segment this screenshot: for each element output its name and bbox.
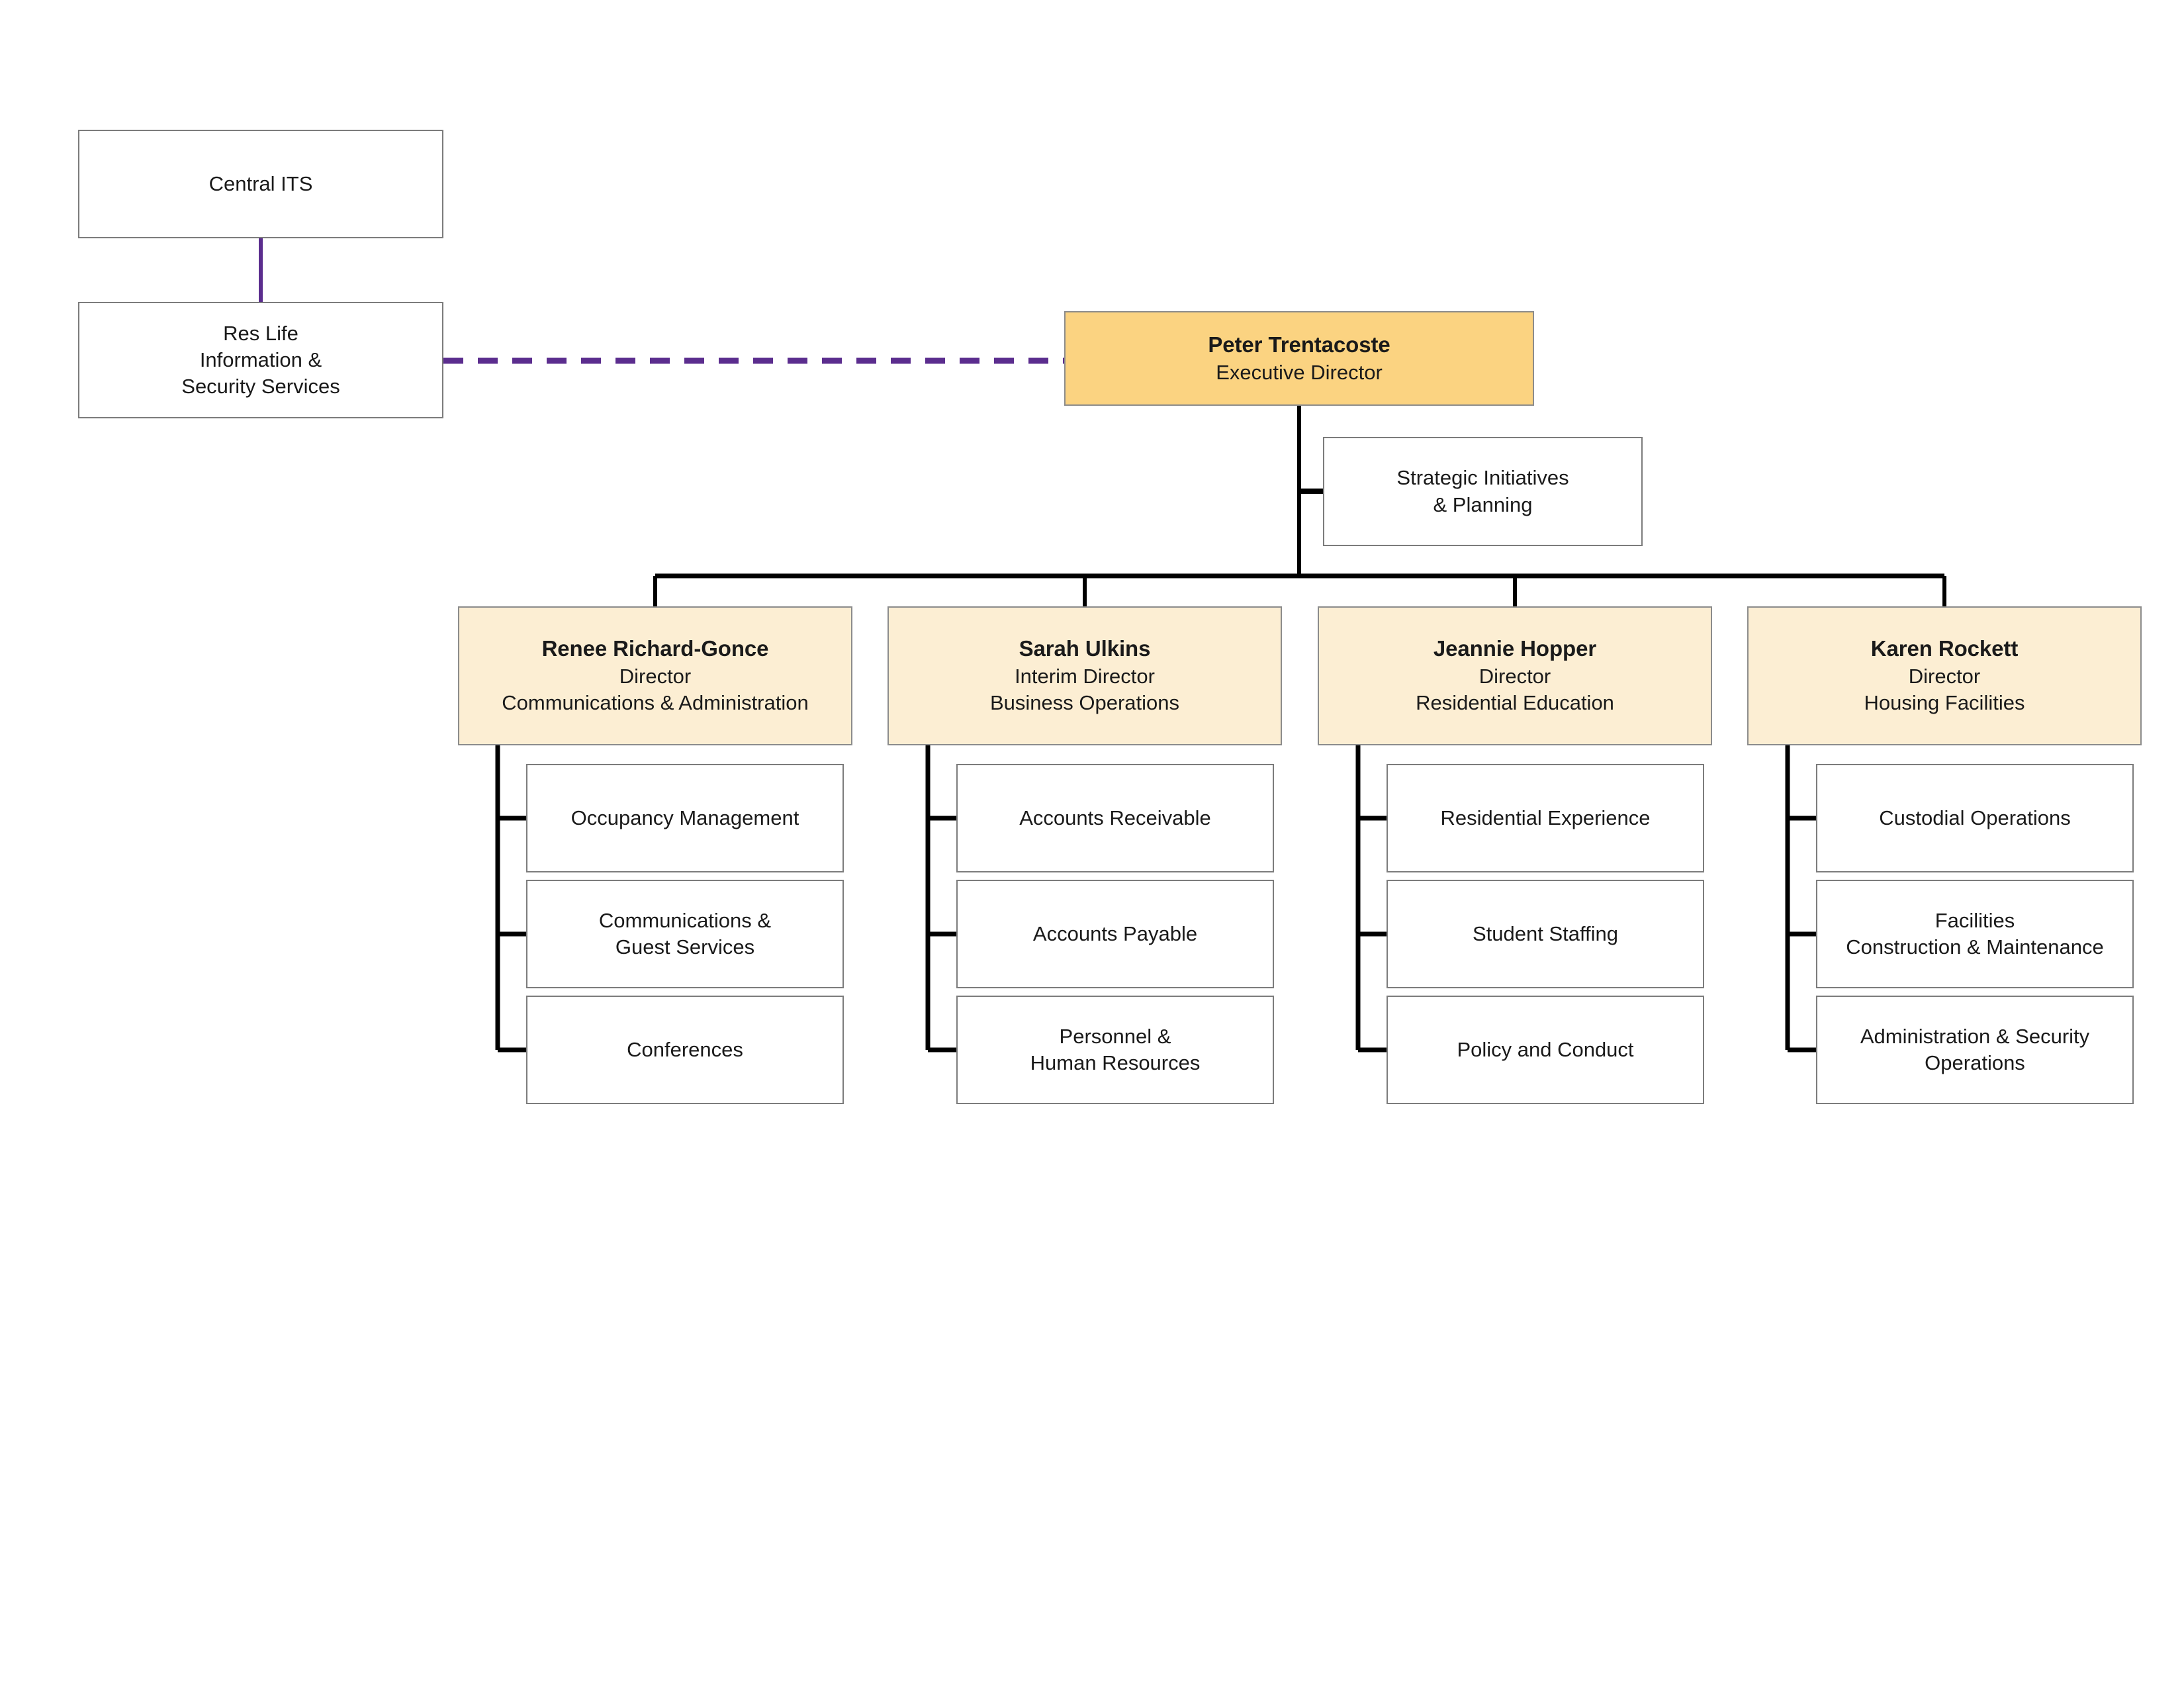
node-executive-director[interactable]: Peter Trentacoste Executive Director xyxy=(1064,311,1534,406)
node-director-2[interactable]: Sarah Ulkins Interim Director Business O… xyxy=(887,606,1282,745)
node-central-its[interactable]: Central ITS xyxy=(78,130,443,238)
node-res-life-info-security[interactable]: Res Life Information & Security Services xyxy=(78,302,443,418)
node-unit-1-3[interactable]: Conferences xyxy=(526,996,844,1104)
executive-name: Peter Trentacoste xyxy=(1208,332,1390,357)
executive-title: Executive Director xyxy=(1216,360,1383,384)
director-3-department: Residential Education xyxy=(1416,691,1614,715)
node-strategic-initiatives-planning[interactable]: Strategic Initiatives & Planning xyxy=(1323,437,1643,546)
director-1-title: Director xyxy=(619,665,692,688)
unit-2-2-line1: Accounts Payable xyxy=(1032,921,1198,945)
unit-4-2-line2: Construction & Maintenance xyxy=(1846,935,2104,959)
node-unit-1-1[interactable]: Occupancy Management xyxy=(526,764,844,872)
node-unit-4-3[interactable]: Administration & Security Operations xyxy=(1816,996,2134,1104)
node-unit-3-2[interactable]: Student Staffing xyxy=(1387,880,1704,988)
strategic-initiatives-line1: Strategic Initiatives xyxy=(1396,466,1569,490)
unit-2-3-line1: Personnel & xyxy=(1059,1024,1171,1048)
director-4-name: Karen Rockett xyxy=(1870,636,2019,661)
director-1-name: Renee Richard-Gonce xyxy=(541,636,769,661)
res-life-label-line3: Security Services xyxy=(181,375,340,399)
unit-4-3-line1: Administration & Security xyxy=(1860,1024,2090,1048)
unit-3-3-line1: Policy and Conduct xyxy=(1457,1037,1634,1061)
director-2-department: Business Operations xyxy=(989,691,1180,715)
node-unit-1-2[interactable]: Communications & Guest Services xyxy=(526,880,844,988)
node-director-3[interactable]: Jeannie Hopper Director Residential Educ… xyxy=(1318,606,1712,745)
strategic-initiatives-line2: & Planning xyxy=(1433,492,1533,516)
director-2-title: Interim Director xyxy=(1015,665,1155,688)
unit-1-1-line1: Occupancy Management xyxy=(570,806,799,829)
director-2-name: Sarah Ulkins xyxy=(1019,636,1151,661)
central-its-label: Central ITS xyxy=(208,171,313,195)
node-unit-2-3[interactable]: Personnel & Human Resources xyxy=(956,996,1274,1104)
node-unit-4-1[interactable]: Custodial Operations xyxy=(1816,764,2134,872)
director-1-department: Communications & Administration xyxy=(502,691,809,715)
node-unit-3-3[interactable]: Policy and Conduct xyxy=(1387,996,1704,1104)
unit-1-2-line2: Guest Services xyxy=(615,935,755,959)
unit-1-2-line1: Communications & xyxy=(598,908,772,932)
director-3-name: Jeannie Hopper xyxy=(1433,636,1597,661)
node-unit-4-2[interactable]: Facilities Construction & Maintenance xyxy=(1816,880,2134,988)
unit-3-1-line1: Residential Experience xyxy=(1440,806,1651,829)
director-4-department: Housing Facilities xyxy=(1864,691,2025,715)
unit-4-2-line1: Facilities xyxy=(1934,908,2015,932)
res-life-label-line1: Res Life xyxy=(223,321,298,345)
unit-4-1-line1: Custodial Operations xyxy=(1879,806,2071,829)
unit-3-2-line1: Student Staffing xyxy=(1472,921,1619,945)
node-unit-2-2[interactable]: Accounts Payable xyxy=(956,880,1274,988)
node-unit-3-1[interactable]: Residential Experience xyxy=(1387,764,1704,872)
node-unit-2-1[interactable]: Accounts Receivable xyxy=(956,764,1274,872)
node-director-4[interactable]: Karen Rockett Director Housing Facilitie… xyxy=(1747,606,2142,745)
unit-2-1-line1: Accounts Receivable xyxy=(1019,806,1211,829)
unit-2-3-line2: Human Resources xyxy=(1030,1051,1201,1074)
unit-1-3-line1: Conferences xyxy=(627,1037,743,1061)
res-life-label-line2: Information & xyxy=(199,348,322,371)
unit-4-3-line2: Operations xyxy=(1925,1051,2025,1074)
node-director-1[interactable]: Renee Richard-Gonce Director Communicati… xyxy=(458,606,852,745)
director-4-title: Director xyxy=(1908,665,1981,688)
director-3-title: Director xyxy=(1479,665,1551,688)
